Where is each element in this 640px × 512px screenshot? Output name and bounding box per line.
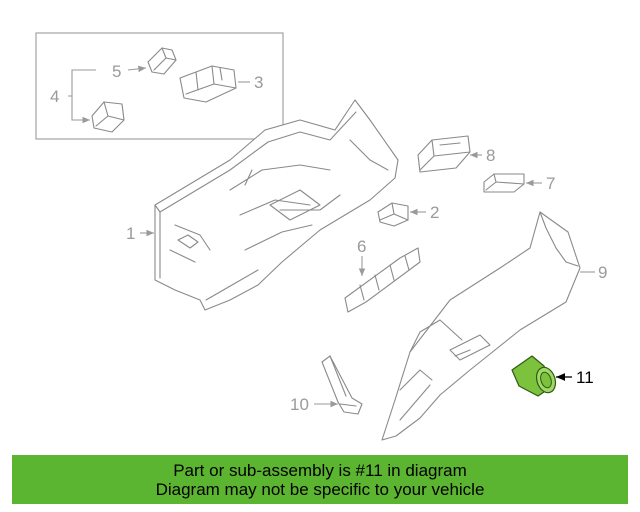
parts-diagram: 5 4 3 1 2 8 7 6 9 10 11 xyxy=(35,32,607,441)
callout-5[interactable]: 5 xyxy=(112,62,121,81)
part-8-latch[interactable] xyxy=(417,135,471,173)
leader-5 xyxy=(127,65,147,73)
part-6-hinge[interactable] xyxy=(344,247,421,313)
part-1-glove-box-housing[interactable] xyxy=(154,99,399,311)
callout-4[interactable]: 4 xyxy=(50,87,59,106)
banner-line-1: Part or sub-assembly is #11 in diagram xyxy=(173,460,467,480)
part-5-bulb[interactable] xyxy=(147,47,177,75)
callout-11-highlighted[interactable]: 11 xyxy=(576,368,594,387)
banner-line-2: Diagram may not be specific to your vehi… xyxy=(155,479,485,499)
callout-1[interactable]: 1 xyxy=(126,224,135,243)
part-7-bracket[interactable] xyxy=(483,173,525,193)
callout-7[interactable]: 7 xyxy=(546,174,555,193)
callout-10[interactable]: 10 xyxy=(290,395,309,414)
callout-6[interactable]: 6 xyxy=(357,237,366,256)
part-11-bumper-highlighted[interactable] xyxy=(511,355,559,397)
callout-2[interactable]: 2 xyxy=(430,203,439,222)
callout-8[interactable]: 8 xyxy=(486,146,495,165)
leader-4 xyxy=(68,69,96,120)
part-2-clip[interactable] xyxy=(377,202,409,227)
callout-9[interactable]: 9 xyxy=(598,263,607,282)
part-4-switch[interactable] xyxy=(91,101,125,133)
inset-box xyxy=(35,32,284,140)
callout-3[interactable]: 3 xyxy=(254,73,263,92)
info-banner: Part or sub-assembly is #11 in diagram D… xyxy=(12,455,628,504)
part-10-damper[interactable] xyxy=(321,355,363,415)
part-3-lamp-housing[interactable] xyxy=(179,65,237,103)
part-9-glove-box-door[interactable] xyxy=(381,211,581,441)
